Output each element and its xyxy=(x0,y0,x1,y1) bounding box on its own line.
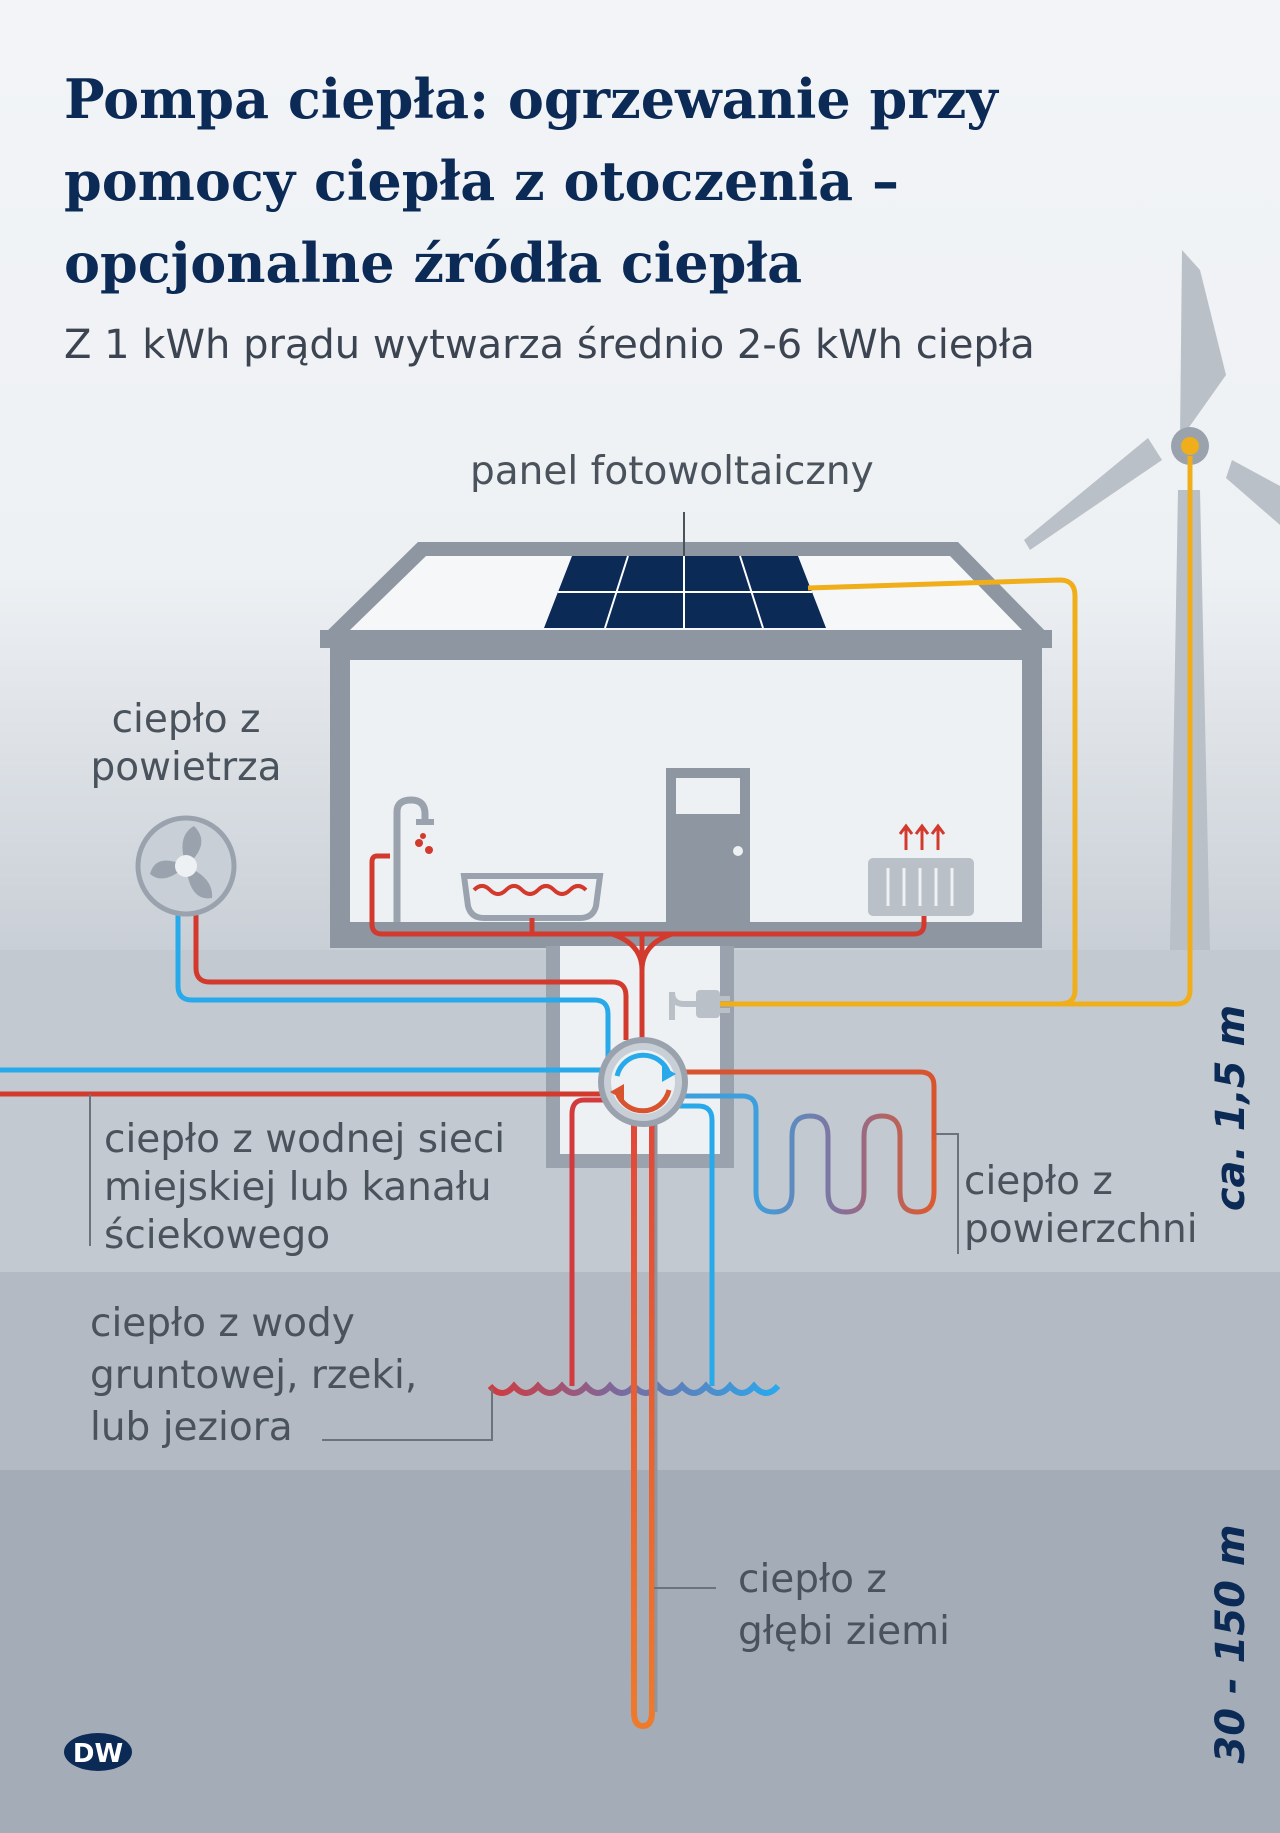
radiator-icon xyxy=(868,823,974,916)
page-title: Pompa ciepła: ogrzewanie przy pomocy cie… xyxy=(64,67,998,295)
label-solar-panel: panel fotowoltaiczny xyxy=(470,449,874,494)
air-hot-pipe xyxy=(193,910,629,1040)
depth-label-deep: 30 - 150 m xyxy=(1208,1524,1254,1764)
house-heating-pipes xyxy=(369,853,927,1040)
depth-label-shallow: ca. 1,5 m xyxy=(1208,1004,1254,1212)
label-deep-earth: ciepło z głębi ziemi xyxy=(738,1557,950,1654)
groundwater-leader-line xyxy=(322,1388,493,1441)
deep-earth-probe xyxy=(631,1110,655,1730)
dw-logo-text: DW xyxy=(73,1739,123,1769)
label-surface: ciepło z powierzchni xyxy=(964,1159,1198,1252)
label-water-network: ciepło z wodnej sieci miejskiej lub kana… xyxy=(104,1117,506,1258)
surface-leader-line xyxy=(936,1133,959,1254)
plug-icon xyxy=(669,990,730,1020)
dw-logo: DW xyxy=(64,1733,132,1771)
solar-panel-icon xyxy=(544,512,826,629)
fan-icon xyxy=(135,815,237,917)
surface-collector-coil xyxy=(753,1113,937,1215)
bathtub-icon xyxy=(460,873,604,921)
label-groundwater: ciepło z wody gruntowej, rzeki, lub jezi… xyxy=(90,1301,418,1450)
shower-icon xyxy=(393,796,434,922)
page-subtitle: Z 1 kWh prądu wytwarza średnio 2-6 kWh c… xyxy=(64,322,1035,368)
air-cold-pipe xyxy=(175,910,611,1060)
heat-pump-icon xyxy=(598,1037,688,1127)
surface-return-pipe xyxy=(680,1093,759,1192)
ground-layer-water xyxy=(0,1272,1280,1470)
groundwater-cold-pipe xyxy=(672,1103,715,1386)
surface-feed-pipes xyxy=(680,1069,937,1140)
groundwater-hot-pipe xyxy=(569,1097,636,1386)
label-air: ciepło z powietrza xyxy=(90,697,282,790)
power-lines xyxy=(720,456,1193,1007)
ground-layer-deep xyxy=(0,1470,1280,1833)
